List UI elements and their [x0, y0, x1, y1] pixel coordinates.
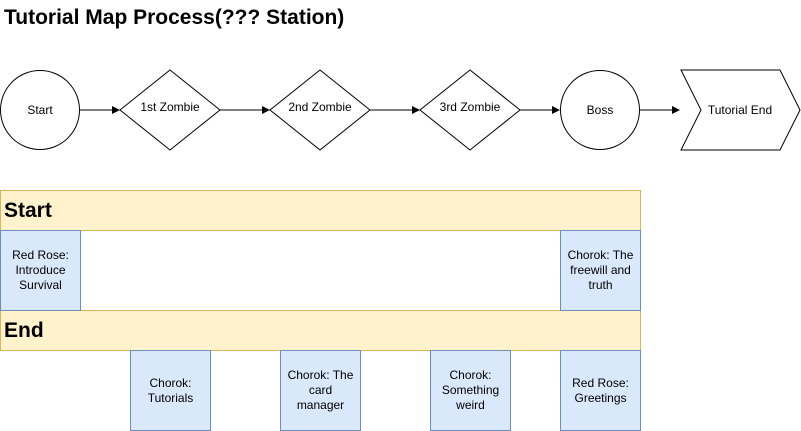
- red-rose-greetings-box: Red Rose: Greetings: [560, 350, 641, 431]
- red-rose-introduce-survival-label: Red Rose: Introduce Survival: [12, 248, 69, 292]
- tutorial-end-node-label: Tutorial End: [708, 103, 772, 117]
- start-band: Start: [0, 190, 641, 231]
- zombie2-node: [269, 69, 371, 151]
- zombie3-node: [419, 69, 521, 151]
- zombie3-node-label: 3rd Zombie: [440, 100, 501, 114]
- tutorial-end-node: [680, 69, 801, 151]
- diagram-title: Tutorial Map Process(??? Station): [4, 6, 345, 29]
- chorok-tutorials-box: Chorok: Tutorials: [130, 350, 211, 431]
- chorok-card-manager-box: Chorok: The card manager: [280, 350, 361, 431]
- zombie2-node-label: 2nd Zombie: [288, 100, 352, 114]
- end-band: End: [0, 310, 641, 351]
- boss-node: [560, 70, 640, 150]
- red-rose-introduce-survival-box: Red Rose: Introduce Survival: [0, 230, 81, 311]
- chorok-tutorials-label: Chorok: Tutorials: [147, 375, 194, 405]
- chorok-something-weird-box: Chorok: Something weird: [430, 350, 511, 431]
- chorok-freewill-box: Chorok: The freewill and truth: [560, 230, 641, 311]
- chorok-freewill-label: Chorok: The freewill and truth: [567, 248, 634, 292]
- process-flow: Start 1st Zombie 2nd Zombie 3rd Zombie B…: [0, 69, 801, 151]
- zombie1-node: [119, 69, 221, 151]
- chorok-card-manager-label: Chorok: The card manager: [287, 368, 354, 412]
- chorok-something-weird-label: Chorok: Something weird: [441, 368, 500, 412]
- boss-node-label: Boss: [587, 103, 614, 117]
- zombie1-node-label: 1st Zombie: [140, 100, 200, 114]
- start-node: [0, 70, 80, 150]
- start-node-label: Start: [27, 103, 53, 117]
- red-rose-greetings-label: Red Rose: Greetings: [572, 375, 629, 405]
